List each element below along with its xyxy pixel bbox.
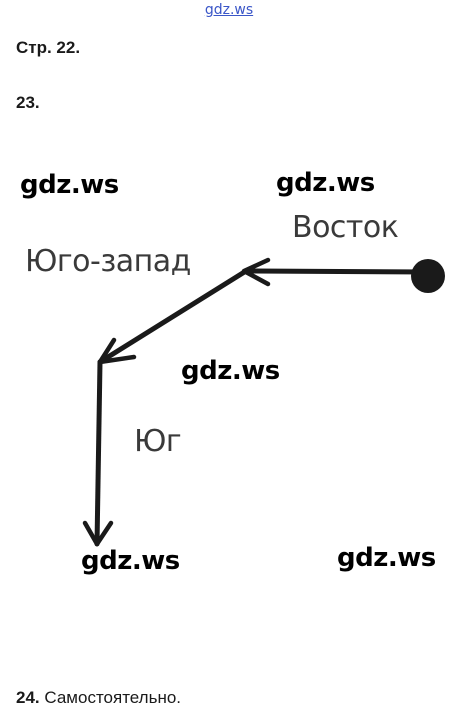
watermark: gdz.ws: [337, 543, 436, 573]
label-south: Юг: [134, 424, 182, 459]
arrowhead-south: [82, 520, 114, 547]
site-link[interactable]: gdz.ws: [204, 2, 254, 18]
watermark: gdz.ws: [81, 546, 180, 576]
watermark: gdz.ws: [276, 168, 375, 198]
watermark: gdz.ws: [20, 170, 119, 200]
start-point: [411, 259, 445, 293]
label-south-west: Юго-запад: [25, 244, 191, 279]
label-east: Восток: [292, 210, 399, 245]
watermark: gdz.ws: [181, 356, 280, 386]
segment-east: [243, 268, 431, 275]
page-reference: Стр. 22.: [16, 38, 81, 57]
segment-south-west: [97, 268, 249, 365]
task-24-text: Самостоятельно.: [44, 688, 182, 707]
task-23-number: 23.: [16, 93, 40, 112]
task-24-answer: 24. Самостоятельно.: [16, 688, 181, 708]
segment-south: [94, 359, 103, 547]
task-24-number: 24.: [16, 688, 40, 707]
